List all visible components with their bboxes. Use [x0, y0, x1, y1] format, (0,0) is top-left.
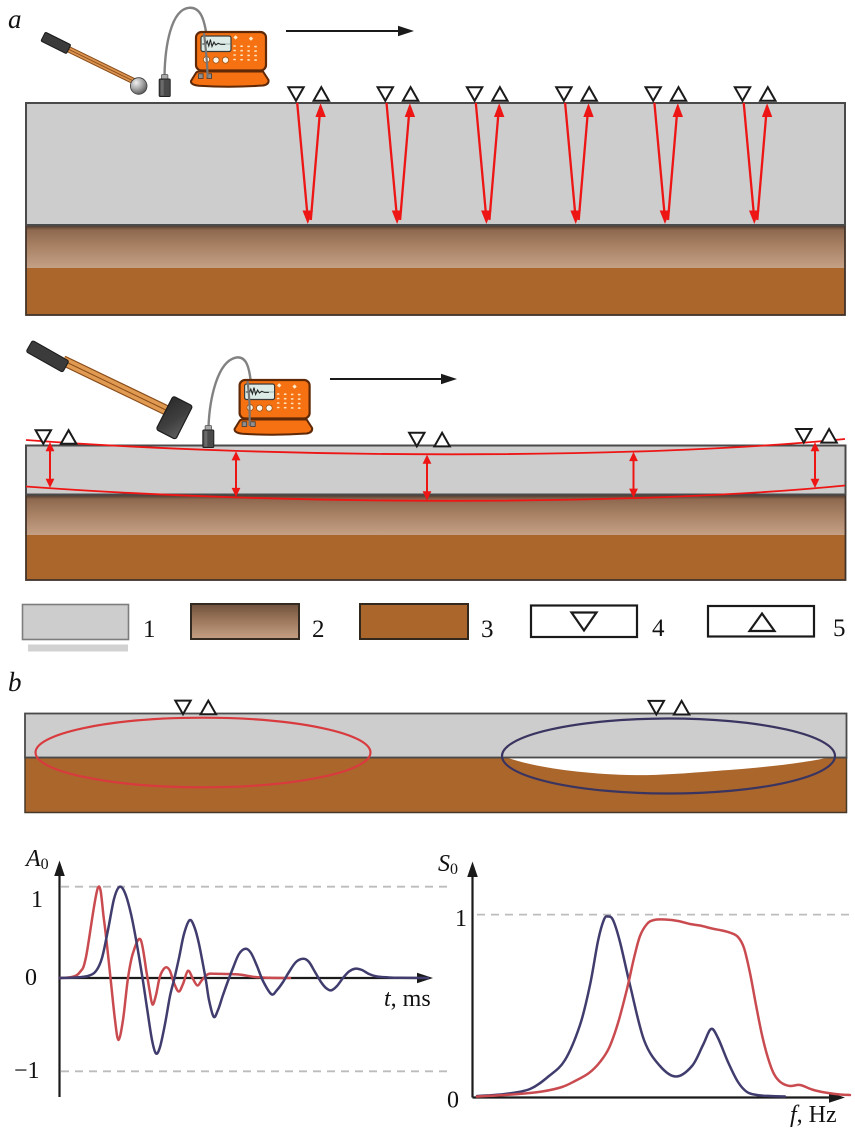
svg-text:3: 3: [481, 616, 494, 643]
svg-text:t, ms: t, ms: [384, 986, 431, 1012]
svg-text:S0: S0: [438, 851, 458, 878]
svg-text:5: 5: [833, 615, 846, 642]
svg-text:a: a: [8, 4, 22, 34]
svg-text:A0: A0: [24, 846, 49, 873]
svg-text:0: 0: [25, 965, 37, 991]
svg-text:4: 4: [652, 615, 665, 642]
svg-text:b: b: [8, 667, 22, 697]
svg-text:1: 1: [143, 616, 156, 643]
svg-text:1: 1: [455, 906, 467, 932]
svg-text:−1: −1: [14, 1058, 40, 1084]
svg-text:0: 0: [447, 1088, 459, 1114]
svg-text:2: 2: [312, 616, 325, 643]
svg-text:f, Hz: f, Hz: [790, 1102, 837, 1128]
svg-text:1: 1: [31, 887, 43, 913]
